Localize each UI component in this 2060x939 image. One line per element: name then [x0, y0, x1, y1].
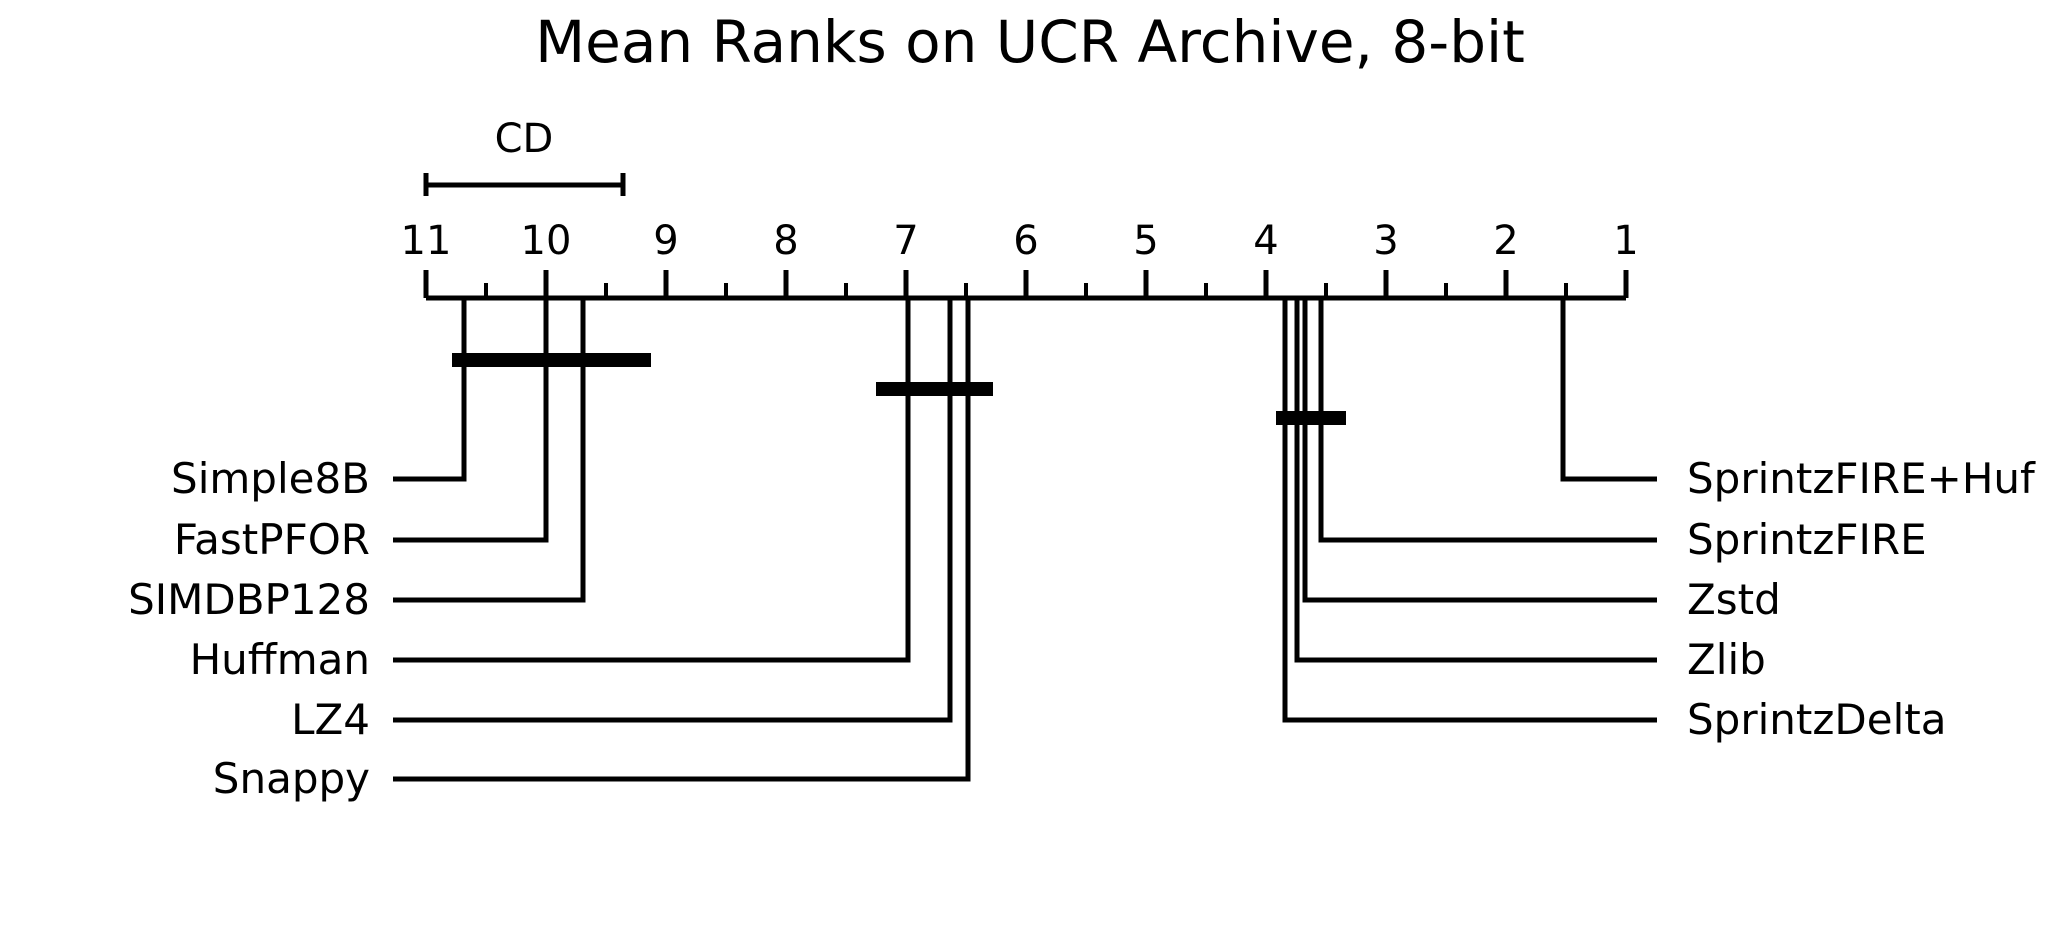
connector-zstd — [1302, 298, 1657, 603]
axis-tick-label-3: 3 — [1373, 218, 1398, 264]
chart-title: Mean Ranks on UCR Archive, 8-bit — [535, 8, 1525, 76]
connector-sprintzfire — [1318, 298, 1657, 543]
connector-fastpfor — [393, 298, 549, 543]
connector-snappy — [393, 298, 971, 782]
method-label-lz4: LZ4 — [291, 695, 370, 744]
method-label-huffman: Huffman — [190, 635, 370, 684]
connector-sprintzdelta — [1282, 298, 1657, 723]
connector-lz4 — [393, 298, 953, 723]
axis-tick-label-2: 2 — [1493, 218, 1518, 264]
axis-tick-label-11: 11 — [401, 218, 452, 264]
axis-tick-label-7: 7 — [893, 218, 918, 264]
clique-bars — [452, 353, 1346, 425]
connector-simdbp128 — [393, 298, 586, 603]
method-label-simdbp128: SIMDBP128 — [128, 575, 370, 624]
right-connectors — [1282, 298, 1657, 723]
method-label-simple8b: Simple8B — [171, 454, 370, 503]
connector-sprintzfire-huf — [1560, 298, 1657, 482]
axis-tick-label-10: 10 — [521, 218, 572, 264]
axis-tick-label-9: 9 — [653, 218, 678, 264]
cd-label: CD — [495, 116, 554, 162]
right-method-labels: SprintzFIRE+Huf SprintzFIRE Zstd Zlib Sp… — [1687, 454, 2036, 744]
method-label-sprintzfire-huf: SprintzFIRE+Huf — [1687, 454, 2036, 503]
axis-tick-label-8: 8 — [773, 218, 798, 264]
method-label-sprintzfire: SprintzFIRE — [1687, 515, 1927, 564]
left-method-labels: Simple8B FastPFOR SIMDBP128 Huffman LZ4 … — [128, 454, 370, 803]
cd-indicator — [423, 173, 626, 196]
method-label-snappy: Snappy — [213, 754, 370, 803]
axis-tick-label-6: 6 — [1013, 218, 1038, 264]
method-label-zlib: Zlib — [1687, 635, 1766, 684]
method-label-zstd: Zstd — [1687, 575, 1781, 624]
rank-axis: 11 10 9 8 7 6 5 4 3 2 1 — [401, 218, 1639, 301]
method-label-sprintzdelta: SprintzDelta — [1687, 695, 1946, 744]
connector-huffman — [393, 298, 911, 663]
axis-tick-label-5: 5 — [1133, 218, 1158, 264]
axis-tick-label-1: 1 — [1613, 218, 1638, 264]
method-label-fastpfor: FastPFOR — [174, 515, 370, 564]
left-connectors — [393, 298, 971, 782]
connector-simple8b — [393, 298, 467, 482]
axis-tick-label-4: 4 — [1253, 218, 1278, 264]
